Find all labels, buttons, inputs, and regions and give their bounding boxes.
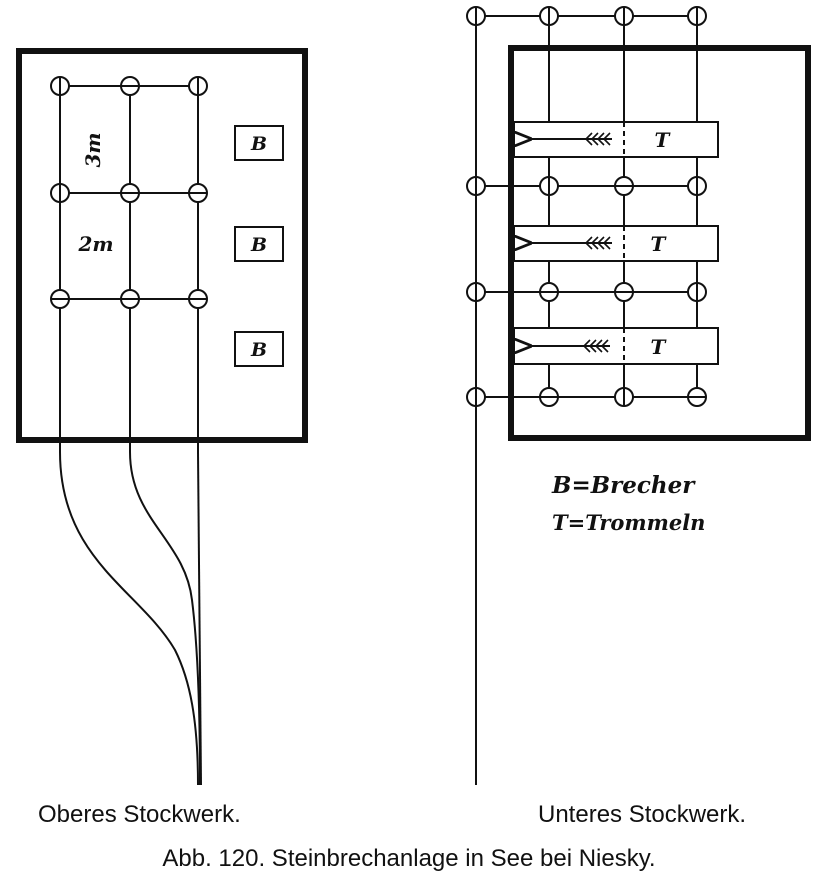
drum-box: T bbox=[514, 327, 719, 365]
valve-icon bbox=[188, 183, 208, 203]
valve-icon bbox=[466, 387, 486, 407]
upper-floor-outline bbox=[16, 48, 308, 443]
valve-icon bbox=[614, 176, 634, 196]
valve-icon bbox=[466, 282, 486, 302]
drum-box: T bbox=[514, 225, 719, 262]
valve-icon bbox=[687, 176, 707, 196]
valve-icon bbox=[50, 289, 70, 309]
valve-icon bbox=[188, 76, 208, 96]
valve-icon bbox=[466, 176, 486, 196]
valve-icon bbox=[120, 76, 140, 96]
valve-icon bbox=[687, 6, 707, 26]
drum-box: T bbox=[514, 121, 719, 158]
figure-caption: Abb. 120. Steinbrechanlage in See bei Ni… bbox=[162, 845, 656, 872]
valve-icon bbox=[188, 289, 208, 309]
breaker-box: B bbox=[234, 331, 284, 367]
lower-valves bbox=[466, 6, 707, 407]
drum-label: T bbox=[651, 232, 668, 256]
valve-icon bbox=[50, 76, 70, 96]
upper-valves bbox=[50, 76, 208, 309]
dimension-2m: 2m bbox=[77, 232, 113, 256]
breaker-box: B bbox=[234, 125, 284, 161]
drum-label: T bbox=[651, 335, 668, 359]
valve-icon bbox=[614, 6, 634, 26]
valve-icon bbox=[614, 387, 634, 407]
upper-vertical-pipes bbox=[59, 86, 199, 452]
valve-icon bbox=[614, 282, 634, 302]
lower-floor-caption: Unteres Stockwerk. bbox=[538, 801, 747, 828]
dimension-3m: 3m bbox=[81, 132, 105, 167]
valve-icon bbox=[120, 289, 140, 309]
lower-floor-plan: T T T bbox=[466, 6, 811, 785]
valve-icon bbox=[539, 387, 559, 407]
upper-outlet-pipes bbox=[59, 451, 202, 786]
valve-icon bbox=[687, 282, 707, 302]
upper-floor-plan: 3m 2m B B B bbox=[16, 48, 308, 786]
drum-label: T bbox=[655, 128, 672, 152]
valve-icon bbox=[466, 6, 486, 26]
valve-icon bbox=[50, 183, 70, 203]
lower-horizontal-pipes bbox=[476, 15, 697, 398]
breaker-box: B bbox=[234, 226, 284, 262]
valve-icon bbox=[539, 6, 559, 26]
breaker-label: B bbox=[250, 133, 267, 155]
valve-icon bbox=[120, 183, 140, 203]
valve-icon bbox=[539, 176, 559, 196]
lower-floor-outline bbox=[508, 45, 811, 441]
breaker-label: B bbox=[250, 234, 267, 256]
upper-floor-caption: Oberes Stockwerk. bbox=[38, 801, 241, 828]
valve-icon bbox=[687, 387, 707, 407]
legend-brecher: B=Brecher bbox=[551, 472, 696, 499]
breaker-label: B bbox=[250, 339, 267, 361]
valve-icon bbox=[539, 282, 559, 302]
legend-trommeln: T=Trommeln bbox=[552, 510, 705, 535]
legend: B=Brecher T=Trommeln bbox=[551, 472, 705, 535]
